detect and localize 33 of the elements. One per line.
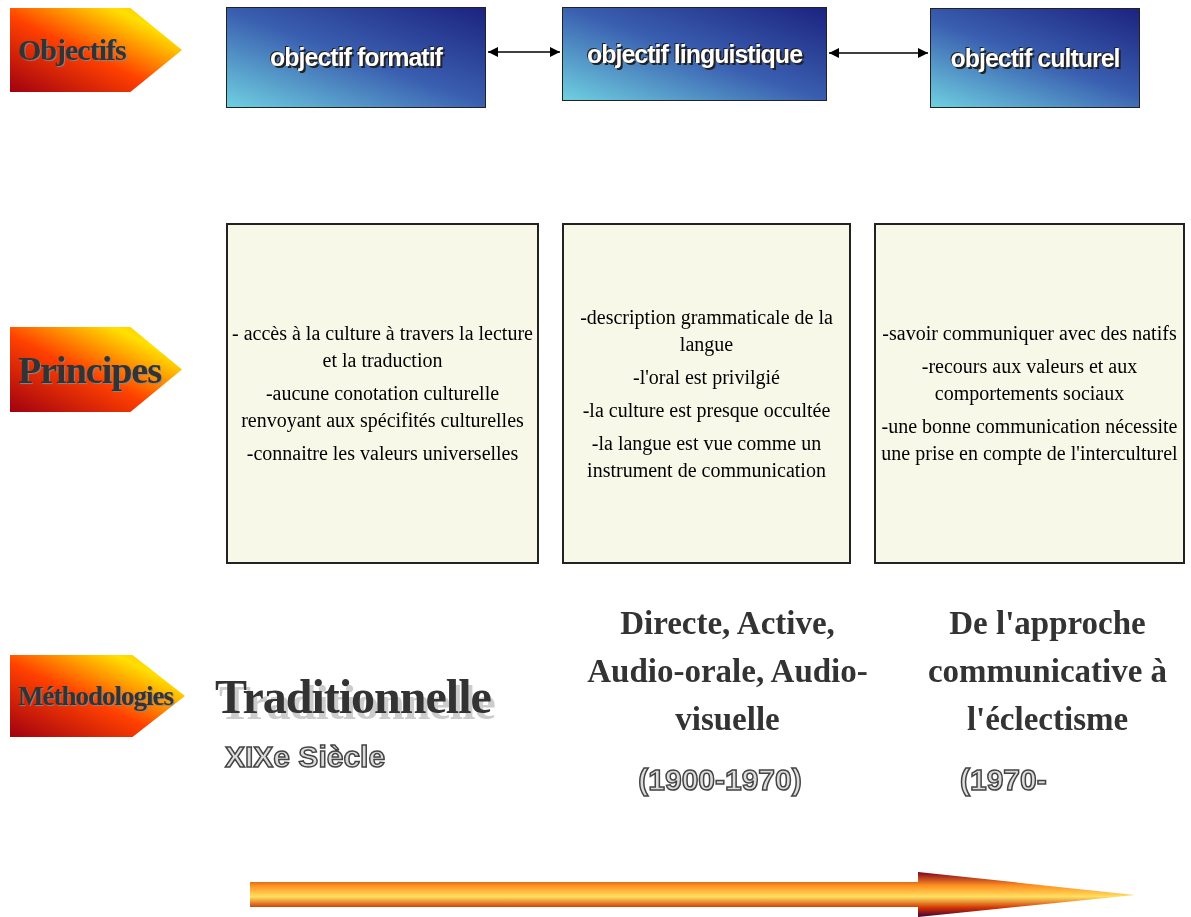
row-label: Méthodologies bbox=[17, 680, 173, 712]
principle-text: -une bonne communication nécessite une prise en compte de l'interculturel bbox=[880, 414, 1179, 467]
row-label-arrow bbox=[10, 655, 185, 737]
objective-title: objectif culturel bbox=[950, 43, 1120, 73]
row-label: Objectifs bbox=[17, 33, 126, 67]
principle-text: -description grammaticale de la langue bbox=[579, 304, 834, 358]
method-text: De l'approche communicative à l'éclectisme bbox=[926, 604, 1169, 739]
principle-text: -recours aux valeurs et aux comportements sociaux bbox=[920, 354, 1139, 407]
period-text: XIXe Siècle bbox=[225, 740, 387, 774]
principle-box bbox=[562, 223, 851, 564]
period-text: (1970- bbox=[960, 763, 1048, 797]
objective-box bbox=[226, 7, 486, 108]
principle-text: -aucune conotation culturelle renvoyant aux spécifités culturelles bbox=[240, 381, 525, 434]
objective-box bbox=[930, 8, 1140, 108]
row-label: Principes bbox=[17, 347, 161, 392]
double-arrow bbox=[828, 48, 929, 58]
objective-title: objectif formatif bbox=[270, 43, 442, 72]
principle-box bbox=[874, 223, 1185, 564]
principle-text: -la langue est vue comme un instrument de communication bbox=[586, 430, 827, 483]
principle-text: -l'oral est privilgié bbox=[633, 364, 780, 391]
principle-box bbox=[226, 223, 539, 564]
method-text: Directe, Active, Audio-orale, Audio-visuelle bbox=[586, 604, 869, 739]
double-arrow bbox=[487, 47, 561, 57]
objective-box bbox=[562, 7, 827, 101]
principle-text: -la culture est presque occultée bbox=[582, 397, 831, 424]
principle-text: -savoir communiquer avec des natifs bbox=[882, 321, 1177, 347]
period-text: (1900-1970) bbox=[637, 763, 803, 797]
row-label-arrow bbox=[10, 327, 182, 412]
principle-text: - accès à la culture à travers la lecture et la traduction bbox=[232, 321, 533, 373]
row-label-arrow bbox=[10, 8, 182, 92]
method-text: Traditionnelle bbox=[215, 669, 492, 725]
objective-title: objectif linguistique bbox=[586, 39, 803, 69]
principle-text: -connaitre les valeurs universelles bbox=[246, 441, 519, 466]
